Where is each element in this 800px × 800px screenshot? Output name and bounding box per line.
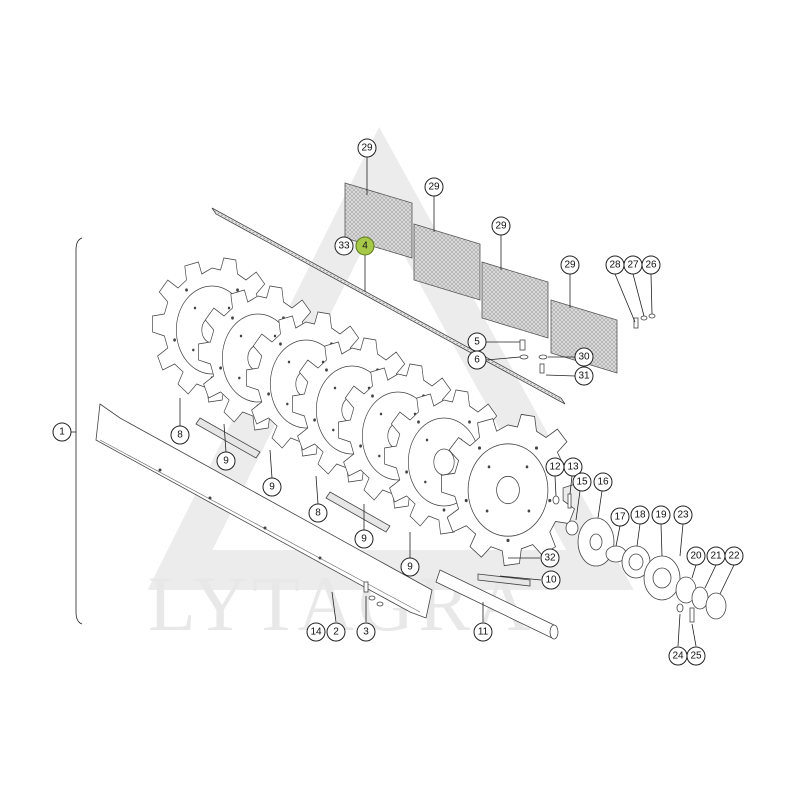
callout-2: 2 [326,622,346,642]
svg-text:9: 9 [407,562,413,573]
callout-9-a: 9 [216,451,236,471]
bearing-hardware [363,313,727,623]
svg-text:26: 26 [645,260,657,271]
svg-text:11: 11 [478,627,489,638]
callout-23: 23 [673,505,693,525]
svg-text:6: 6 [474,355,480,366]
callout-17: 17 [610,507,630,527]
callout-28: 28 [605,255,625,275]
svg-text:8: 8 [177,430,183,441]
svg-text:17: 17 [614,512,626,523]
svg-text:21: 21 [710,551,722,562]
callout-29-c: 29 [491,216,511,236]
callout-33: 33 [334,236,354,256]
svg-text:12: 12 [549,462,561,473]
svg-text:32: 32 [544,553,556,564]
callout-31: 31 [574,366,594,386]
callout-22: 22 [724,546,744,566]
svg-text:24: 24 [672,651,684,662]
callout-18: 18 [630,505,650,525]
callout-20: 20 [686,546,706,566]
svg-text:13: 13 [567,462,579,473]
callout-5: 5 [467,332,487,352]
svg-text:33: 33 [338,241,350,252]
svg-text:22: 22 [728,551,740,562]
svg-text:3: 3 [363,627,369,638]
assembly-bracket [75,237,83,625]
svg-text:4: 4 [362,241,368,252]
svg-text:9: 9 [269,482,275,493]
callout-21: 21 [706,546,726,566]
svg-text:14: 14 [310,627,322,638]
callout-4[interactable]: 4 [355,236,375,256]
svg-text:15: 15 [576,477,588,488]
spacer-bars [195,417,391,533]
leader-lines [179,157,735,647]
svg-text:29: 29 [495,221,507,232]
callout-19: 19 [651,505,671,525]
svg-text:8: 8 [315,508,321,519]
svg-text:5: 5 [474,337,480,348]
svg-text:30: 30 [578,352,590,363]
callout-29-a: 29 [357,138,377,158]
callout-1: 1 [52,422,72,442]
callout-6: 6 [467,350,487,370]
svg-text:18: 18 [634,510,646,521]
svg-text:1: 1 [59,427,65,438]
callout-30: 30 [574,347,594,367]
callout-25: 25 [686,646,706,666]
svg-text:9: 9 [361,534,367,545]
callout-8-b: 8 [308,503,328,523]
callout-9-d: 9 [400,557,420,577]
callout-26: 26 [641,255,661,275]
drive-shaft [435,569,559,640]
callout-12: 12 [545,457,565,477]
callout-11: 11 [473,622,493,642]
svg-text:10: 10 [545,575,557,586]
callout-29-b: 29 [424,177,444,197]
callout-14: 14 [306,622,326,642]
svg-text:29: 29 [361,143,373,154]
callout-27: 27 [623,255,643,275]
callout-16: 16 [593,472,613,492]
callout-13: 13 [563,457,583,477]
svg-text:31: 31 [578,371,590,382]
callout-24: 24 [668,646,688,666]
callout-9-c: 9 [354,529,374,549]
callout-8-a: 8 [170,425,190,445]
callout-10: 10 [541,570,561,590]
svg-text:29: 29 [564,260,576,271]
svg-text:29: 29 [428,182,440,193]
svg-text:27: 27 [627,260,639,271]
callout-29-d: 29 [560,255,580,275]
svg-text:28: 28 [609,260,621,271]
callout-3: 3 [356,622,376,642]
svg-text:23: 23 [677,510,689,521]
callouts: 29 29 29 29 33 4 28 27 26 5 6 30 31 1 8 … [52,138,744,666]
callout-15: 15 [572,472,592,492]
callout-9-b: 9 [262,477,282,497]
svg-text:2: 2 [333,627,339,638]
svg-text:9: 9 [223,456,229,467]
svg-text:16: 16 [597,477,609,488]
svg-text:20: 20 [690,551,702,562]
svg-text:25: 25 [690,651,702,662]
callout-32: 32 [540,548,560,568]
svg-text:19: 19 [655,510,667,521]
